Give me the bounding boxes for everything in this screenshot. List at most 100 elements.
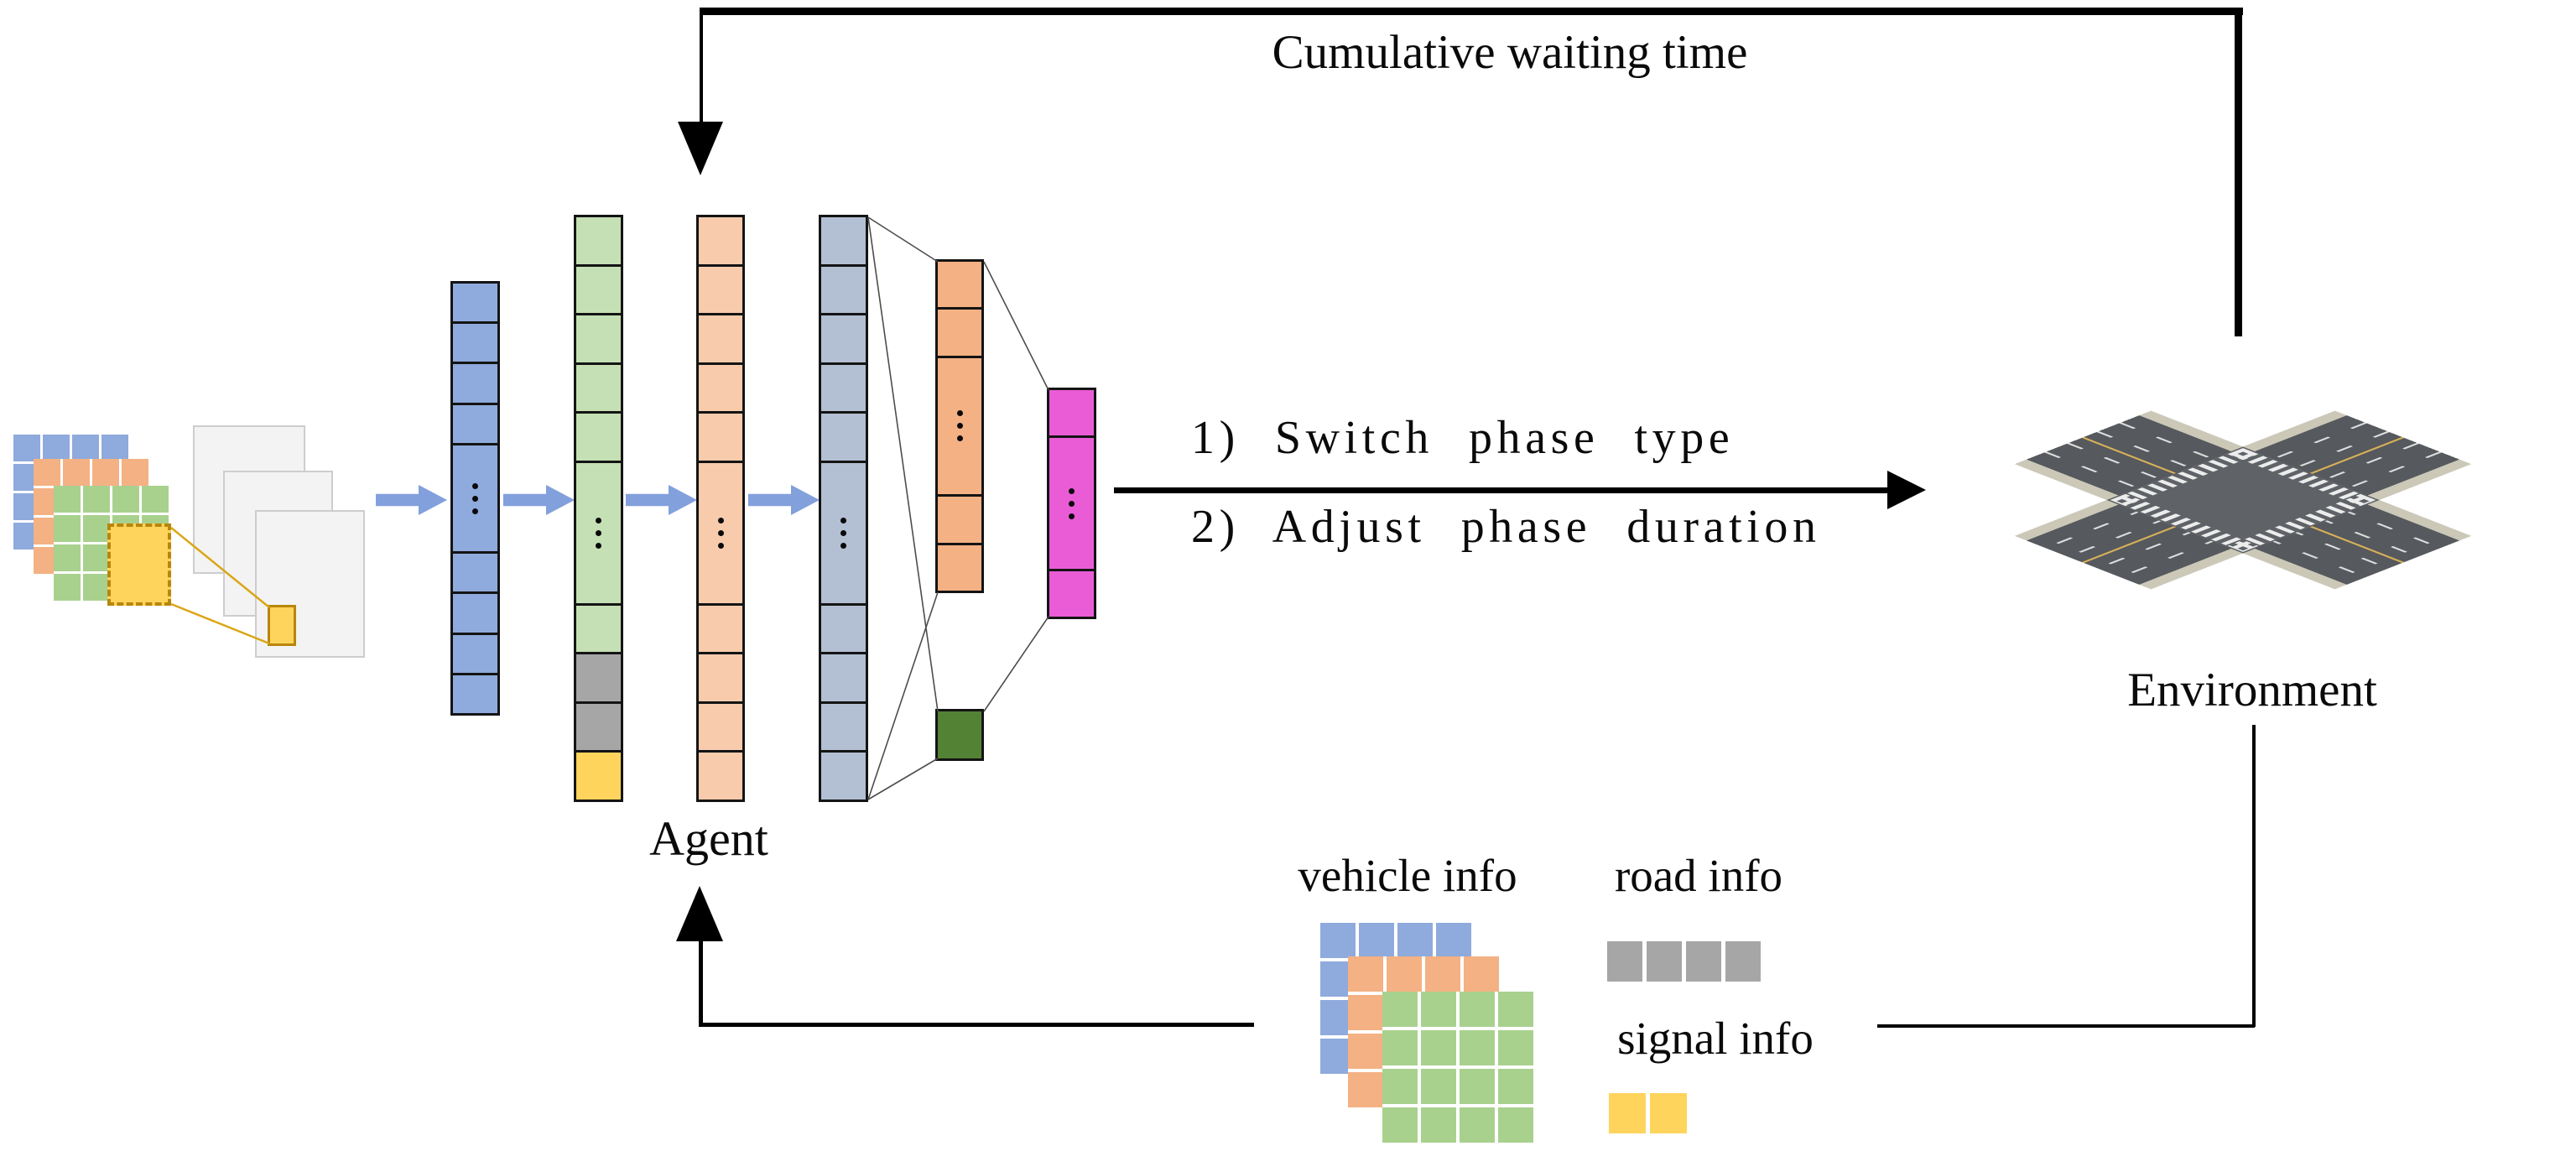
vehicle-grid-blue-cell	[1320, 923, 1356, 958]
vehicle-grid-green-cell	[1382, 1069, 1418, 1104]
state-grid-orange-cell	[34, 459, 60, 486]
hidden-layer-1-cell	[699, 605, 742, 653]
advantage-stream-cell	[938, 262, 981, 308]
state-concat-vector-cell	[576, 654, 621, 701]
state-grid-green-cell	[54, 544, 81, 571]
advantage-stream-cell	[938, 544, 981, 591]
state-grid-green-cell	[83, 515, 110, 542]
road-info-cells-cell	[1647, 941, 1682, 982]
vehicle-grid-orange-cell	[1348, 956, 1383, 992]
vehicle-grid-orange-cell	[1348, 1072, 1383, 1107]
flatten-vector	[450, 281, 500, 716]
right-arrowhead-icon	[1887, 471, 1926, 509]
hidden-layer-1-cell	[699, 364, 742, 412]
ellipsis-dots-icon	[717, 517, 724, 549]
vehicle-grid-green-cell	[1498, 1107, 1533, 1143]
block-arrow-icon-4	[748, 485, 820, 515]
flatten-vector-cell	[453, 554, 497, 592]
vehicle-grid-blue-cell	[1397, 923, 1433, 958]
block-arrow-icon-2	[503, 485, 575, 515]
hidden-layer-2-cell	[821, 414, 866, 461]
state-concat-vector-cell	[576, 315, 621, 362]
ellipsis-dots-icon	[1069, 487, 1075, 519]
vehicle-grid-green-cell	[1460, 992, 1495, 1027]
signal-info-label: signal info	[1617, 1013, 1814, 1064]
reward-loop-right-line	[2235, 8, 2242, 336]
state-concat-vector-cell	[576, 364, 621, 412]
output-layer	[1047, 388, 1096, 619]
state-concat-vector-cell	[576, 266, 621, 314]
hidden-layer-2-cell	[821, 753, 866, 800]
conv-output-cell	[268, 605, 296, 646]
flatten-vector-cell	[453, 284, 497, 322]
state-concat-vector	[574, 215, 623, 802]
hidden-layer-1-cell	[699, 414, 742, 461]
advantage-stream-cell	[938, 310, 981, 356]
hidden-layer-2-cell	[821, 654, 866, 701]
vehicle-grid-green-cell	[1421, 1030, 1456, 1065]
flatten-vector-cell	[453, 364, 497, 403]
hidden-layer-1	[696, 215, 745, 802]
signal-info-cells-cell	[1650, 1093, 1687, 1133]
state-grid-green-cell	[54, 574, 81, 601]
ellipsis-dots-icon	[596, 517, 601, 549]
road-info-cells-cell	[1725, 941, 1761, 982]
hidden-layer-2-cell	[821, 217, 866, 264]
vehicle-grid-green-cell	[1421, 1069, 1456, 1104]
hidden-layer-1-cell	[699, 753, 742, 800]
output-layer-cell	[1049, 437, 1094, 570]
vehicle-grid-green-cell	[1498, 992, 1533, 1027]
state-feedback-right-line	[2252, 725, 2256, 1027]
output-layer-cell	[1049, 571, 1094, 617]
vehicle-grid-green-cell	[1382, 1030, 1418, 1065]
vehicle-grid-green-cell	[1460, 1069, 1495, 1104]
state-concat-vector-cell	[576, 462, 621, 603]
vehicle-grid-green-cell	[1421, 992, 1456, 1027]
signal-info-cells-cell	[1609, 1093, 1646, 1133]
value-stream	[935, 709, 984, 761]
vehicle-grid-green-cell	[1421, 1107, 1456, 1143]
state-concat-vector-cell	[576, 605, 621, 653]
vehicle-grid-green-cell	[1382, 992, 1418, 1027]
hidden-layer-1-cell	[699, 654, 742, 701]
road-info-label: road info	[1614, 850, 1783, 901]
flatten-vector-cell	[453, 675, 497, 714]
vehicle-grid-blue-cell	[1359, 923, 1394, 958]
state-grid-green-cell	[83, 574, 110, 601]
state-grid-green-cell	[54, 486, 81, 513]
hidden-layer-1-cell	[699, 217, 742, 264]
conv-kernel-highlight	[107, 523, 171, 606]
hidden-layer-2-cell	[821, 315, 866, 362]
vehicle-grid-orange-cell	[1348, 1034, 1383, 1069]
vehicle-grid-orange-cell	[1464, 956, 1499, 992]
road-info-cells-cell	[1607, 941, 1642, 982]
signal-info-cells	[1609, 1093, 1687, 1133]
hidden-layer-1-cell	[699, 462, 742, 603]
reward-loop-top-line	[700, 8, 2243, 15]
vehicle-info-label: vehicle info	[1298, 850, 1517, 901]
state-concat-vector-cell	[576, 217, 621, 264]
flatten-vector-cell	[453, 445, 497, 552]
value-stream-cell	[938, 711, 981, 758]
environment-label: Environment	[2127, 664, 2377, 716]
flatten-vector-cell	[453, 634, 497, 673]
ellipsis-dots-icon	[840, 517, 846, 549]
hidden-layer-1-cell	[699, 266, 742, 314]
agent-label: Agent	[649, 811, 768, 866]
vehicle-grid-green-cell	[1498, 1069, 1533, 1104]
state-grid-green-cell	[83, 486, 110, 513]
ellipsis-dots-icon	[472, 482, 478, 514]
reward-loop-left-line	[700, 11, 703, 125]
state-concat-vector-cell	[576, 753, 621, 800]
flatten-vector-cell	[453, 594, 497, 633]
vehicle-grid-green	[1382, 992, 1533, 1143]
vehicle-grid-orange-cell	[1348, 995, 1383, 1030]
vehicle-grid-blue-cell	[1436, 923, 1471, 958]
block-arrow-icon-1	[376, 485, 447, 515]
action-arrow-line	[1114, 487, 1889, 493]
hidden-layer-2-cell	[821, 703, 866, 751]
state-concat-vector-cell	[576, 703, 621, 751]
advantage-stream	[935, 259, 984, 593]
state-grid-blue-cell	[101, 435, 128, 461]
